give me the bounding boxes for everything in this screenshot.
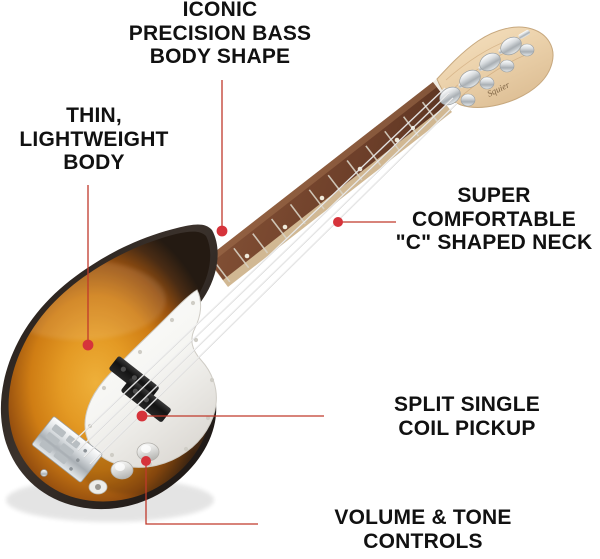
headstock: Squier xyxy=(436,26,554,108)
callout-label-iconic-body-shape: ICONIC PRECISION BASS BODY SHAPE xyxy=(128,0,312,69)
guitar-body xyxy=(0,87,458,510)
callout-dot-thin-lightweight-body xyxy=(82,339,94,351)
tuning-pegs xyxy=(439,30,535,107)
strap-button xyxy=(40,469,48,477)
callout-dot-iconic-body-shape xyxy=(216,225,228,237)
control-knobs xyxy=(88,442,160,495)
callout-label-c-shaped-neck: SUPER COMFORTABLE "C" SHAPED NECK xyxy=(395,184,593,255)
callout-dot-c-shaped-neck xyxy=(333,217,343,227)
callout-label-volume-tone-controls: VOLUME & TONE CONTROLS xyxy=(334,506,512,553)
split-single-coil-pickup xyxy=(109,356,171,422)
bridge xyxy=(32,416,103,483)
callout-dots xyxy=(82,217,343,466)
callout-leader-lines xyxy=(87,80,396,525)
tone-knob xyxy=(110,460,134,480)
fretboard xyxy=(207,82,449,280)
callout-dot-volume-tone-controls xyxy=(141,456,151,466)
guitar-neck xyxy=(207,77,455,287)
callout-label-split-coil-pickup: SPLIT SINGLE COIL PICKUP xyxy=(394,393,540,440)
tuning-peg xyxy=(500,30,530,56)
strings xyxy=(71,87,458,465)
volume-knob xyxy=(136,442,160,462)
leader-line-volume-tone-controls xyxy=(145,461,258,525)
callout-dot-split-coil-pickup xyxy=(136,410,148,422)
callout-label-thin-lightweight-body: THIN, LIGHTWEIGHT BODY xyxy=(19,104,169,175)
